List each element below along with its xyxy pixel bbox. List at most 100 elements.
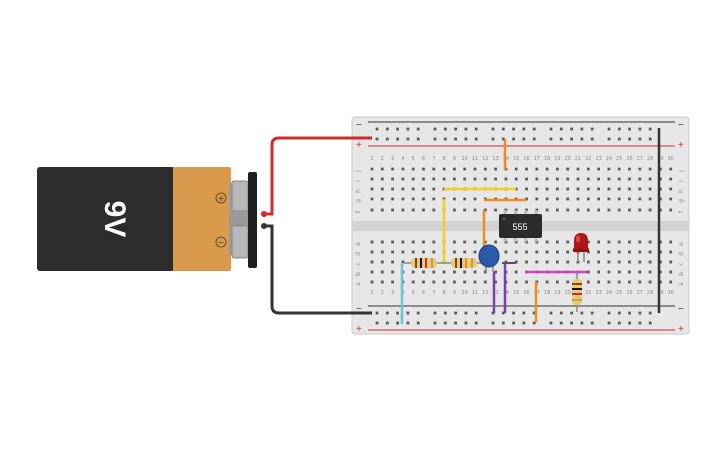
rail-hole-0-6[interactable] xyxy=(433,127,437,131)
hole-d3[interactable] xyxy=(391,250,394,254)
rail-hole-2-5[interactable] xyxy=(416,311,420,315)
rail-hole-3-3[interactable] xyxy=(396,321,399,325)
hole-d24[interactable] xyxy=(607,250,611,254)
hole-j17[interactable] xyxy=(535,167,539,171)
rail-hole-2-22[interactable] xyxy=(617,311,621,315)
hole-g2[interactable] xyxy=(380,197,384,201)
hole-i13[interactable] xyxy=(494,177,497,181)
hole-b28[interactable] xyxy=(648,270,652,274)
hole-g26[interactable] xyxy=(628,197,631,201)
hole-h4[interactable] xyxy=(401,187,405,191)
rail-hole-0-11[interactable] xyxy=(491,127,495,131)
hole-c4[interactable] xyxy=(401,260,405,264)
rail-hole-3-2[interactable] xyxy=(385,321,389,325)
hole-d4[interactable] xyxy=(401,250,405,254)
hole-a10[interactable] xyxy=(463,280,467,284)
hole-g9[interactable] xyxy=(453,197,456,201)
rail-hole-3-13[interactable] xyxy=(512,321,515,325)
hole-a26[interactable] xyxy=(628,280,631,284)
hole-i4[interactable] xyxy=(401,177,405,181)
rail-hole-1-20[interactable] xyxy=(590,137,594,141)
hole-j8[interactable] xyxy=(442,167,446,171)
hole-j12[interactable] xyxy=(483,167,487,171)
hole-h7[interactable] xyxy=(432,187,436,191)
hole-d5[interactable] xyxy=(411,250,415,254)
rail-hole-3-10[interactable] xyxy=(474,321,478,325)
hole-j13[interactable] xyxy=(494,167,497,171)
hole-e20[interactable] xyxy=(566,240,570,244)
hole-a13[interactable] xyxy=(494,280,497,284)
hole-a27[interactable] xyxy=(638,280,642,284)
rail-hole-0-18[interactable] xyxy=(570,127,573,131)
battery-snap-connector[interactable] xyxy=(248,172,257,268)
hole-f7[interactable] xyxy=(432,208,436,212)
hole-h29[interactable] xyxy=(659,187,662,191)
hole-i3[interactable] xyxy=(391,177,394,181)
hole-e9[interactable] xyxy=(453,240,456,244)
hole-e29[interactable] xyxy=(659,240,662,244)
rail-hole-0-12[interactable] xyxy=(501,127,505,131)
rail-hole-1-4[interactable] xyxy=(406,137,410,141)
rail-hole-3-21[interactable] xyxy=(607,321,611,325)
rail-hole-0-10[interactable] xyxy=(474,127,478,131)
rail-hole-3-16[interactable] xyxy=(549,321,553,325)
hole-i7[interactable] xyxy=(432,177,436,181)
hole-j28[interactable] xyxy=(648,167,652,171)
rail-hole-0-15[interactable] xyxy=(532,127,536,131)
hole-g30[interactable] xyxy=(669,197,673,201)
hole-j5[interactable] xyxy=(411,167,415,171)
hole-a16[interactable] xyxy=(525,280,528,284)
hole-i6[interactable] xyxy=(422,177,425,181)
hole-a6[interactable] xyxy=(422,280,425,284)
hole-c28[interactable] xyxy=(648,260,652,264)
rail-hole-2-24[interactable] xyxy=(638,311,642,315)
hole-a3[interactable] xyxy=(391,280,394,284)
hole-g23[interactable] xyxy=(597,197,600,201)
hole-j10[interactable] xyxy=(463,167,467,171)
hole-f30[interactable] xyxy=(669,208,673,212)
rail-hole-0-22[interactable] xyxy=(617,127,621,131)
hole-a9[interactable] xyxy=(453,280,456,284)
hole-d9[interactable] xyxy=(453,250,456,254)
hole-j21[interactable] xyxy=(576,167,580,171)
rail-hole-1-12[interactable] xyxy=(501,137,505,141)
hole-c1[interactable] xyxy=(370,260,374,264)
rail-hole-0-13[interactable] xyxy=(512,127,515,131)
hole-g6[interactable] xyxy=(422,197,425,201)
hole-j7[interactable] xyxy=(432,167,436,171)
hole-e26[interactable] xyxy=(628,240,631,244)
hole-j27[interactable] xyxy=(638,167,642,171)
rail-hole-1-18[interactable] xyxy=(570,137,573,141)
hole-h5[interactable] xyxy=(411,187,415,191)
hole-d15[interactable] xyxy=(514,250,518,254)
battery-terminal-plus[interactable] xyxy=(231,180,249,212)
hole-e3[interactable] xyxy=(391,240,394,244)
hole-j26[interactable] xyxy=(628,167,631,171)
hole-g3[interactable] xyxy=(391,197,394,201)
hole-j15[interactable] xyxy=(514,167,518,171)
hole-d25[interactable] xyxy=(617,250,621,254)
hole-g11[interactable] xyxy=(473,197,477,201)
rail-hole-2-8[interactable] xyxy=(454,311,457,315)
hole-e2[interactable] xyxy=(380,240,384,244)
rail-hole-2-23[interactable] xyxy=(628,311,631,315)
hole-g27[interactable] xyxy=(638,197,642,201)
rail-hole-0-14[interactable] xyxy=(522,127,526,131)
rail-hole-3-5[interactable] xyxy=(416,321,420,325)
hole-h30[interactable] xyxy=(669,187,673,191)
hole-b7[interactable] xyxy=(432,270,436,274)
hole-i11[interactable] xyxy=(473,177,477,181)
hole-j19[interactable] xyxy=(556,167,559,171)
rail-hole-2-25[interactable] xyxy=(648,311,652,315)
hole-e28[interactable] xyxy=(648,240,652,244)
hole-i9[interactable] xyxy=(453,177,456,181)
hole-c18[interactable] xyxy=(545,260,549,264)
hole-e12[interactable] xyxy=(483,240,487,244)
resistor-1[interactable] xyxy=(404,258,444,268)
hole-i27[interactable] xyxy=(638,177,642,181)
rail-hole-0-17[interactable] xyxy=(559,127,563,131)
hole-b1[interactable] xyxy=(370,270,374,274)
hole-f24[interactable] xyxy=(607,208,611,212)
hole-h15[interactable] xyxy=(514,187,518,191)
hole-d30[interactable] xyxy=(669,250,673,254)
